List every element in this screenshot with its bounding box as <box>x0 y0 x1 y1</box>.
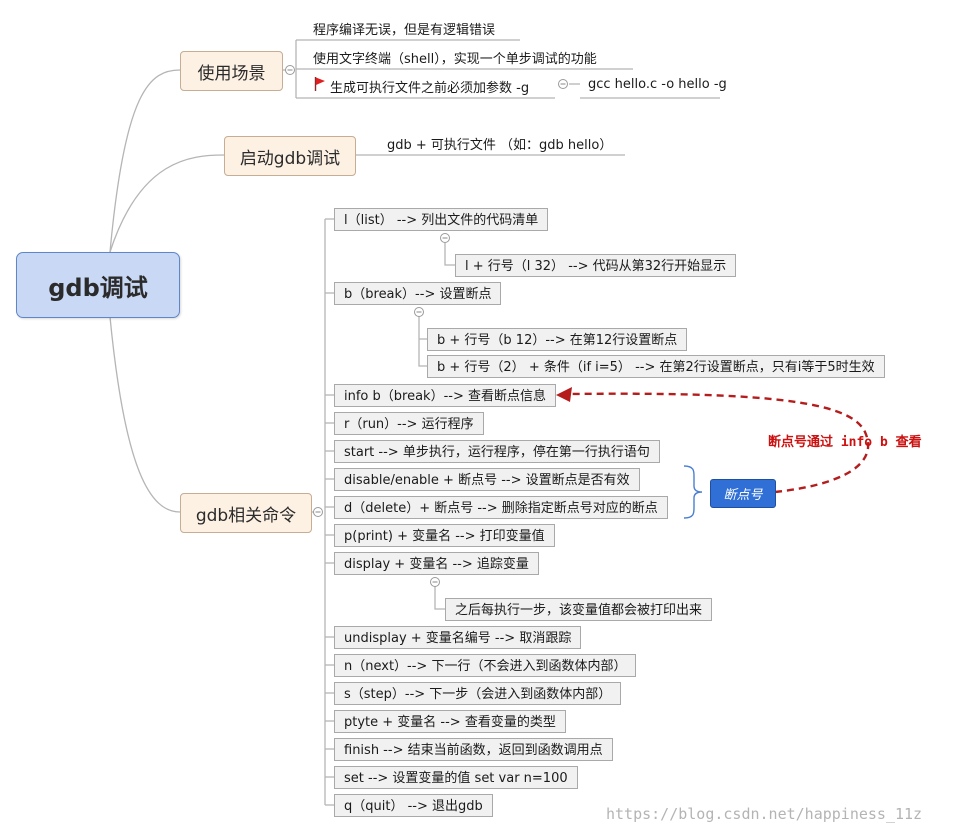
command-item[interactable]: disable/enable + 断点号 --> 设置断点是否有效 <box>334 468 640 491</box>
scene-sub-item[interactable]: gcc hello.c -o hello -g <box>588 77 727 92</box>
command-item[interactable]: n（next）--> 下一行（不会进入到函数体内部） <box>334 654 637 677</box>
scene-item[interactable]: 使用文字终端（shell），实现一个单步调试的功能 <box>313 52 597 67</box>
annotation-text: 断点号通过 info b 查看 <box>768 435 922 450</box>
command-item[interactable]: undisplay + 变量名编号 --> 取消跟踪 <box>334 626 582 649</box>
scene-item[interactable]: 生成可执行文件之前必须加参数 -g <box>330 81 530 96</box>
watermark: https://blog.csdn.net/happiness_11z <box>606 805 923 823</box>
root-topic[interactable]: gdb调试 <box>16 252 180 318</box>
red-flag-icon <box>314 77 325 91</box>
command-item[interactable]: set --> 设置变量的值 set var n=100 <box>334 766 578 789</box>
branch-gdb-commands[interactable]: gdb相关命令 <box>180 493 312 533</box>
branch-usage-scenarios[interactable]: 使用场景 <box>180 51 283 91</box>
command-item[interactable]: d（delete）+ 断点号 --> 删除指定断点号对应的断点 <box>334 496 668 519</box>
command-sub-item[interactable]: b + 行号（b 12）--> 在第12行设置断点 <box>427 328 688 351</box>
command-item[interactable]: l（list） --> 列出文件的代码清单 <box>334 208 549 231</box>
command-item[interactable]: s（step）--> 下一步（会进入到函数体内部） <box>334 682 622 705</box>
start-item[interactable]: gdb + 可执行文件 （如：gdb hello） <box>387 138 613 153</box>
command-item[interactable]: q（quit） --> 退出gdb <box>334 794 493 817</box>
command-item[interactable]: r（run）--> 运行程序 <box>334 412 484 435</box>
command-item[interactable]: info b（break）--> 查看断点信息 <box>334 384 556 407</box>
command-item[interactable]: start --> 单步执行，运行程序，停在第一行执行语句 <box>334 440 660 463</box>
command-sub-item[interactable]: 之后每执行一步，该变量值都会被打印出来 <box>445 598 713 621</box>
arrow-head-icon <box>556 387 572 402</box>
command-item[interactable]: finish --> 结束当前函数，返回到函数调用点 <box>334 738 613 761</box>
dashed-arrow <box>567 392 870 494</box>
breakpoint-number-callout[interactable]: 断点号 <box>710 479 776 508</box>
command-item[interactable]: display + 变量名 --> 追踪变量 <box>334 552 539 575</box>
branch-start-gdb[interactable]: 启动gdb调试 <box>224 136 356 176</box>
command-item[interactable]: b（break）--> 设置断点 <box>334 282 502 305</box>
scene-item[interactable]: 程序编译无误，但是有逻辑错误 <box>313 23 496 38</box>
command-item[interactable]: ptyte + 变量名 --> 查看变量的类型 <box>334 710 566 733</box>
command-item[interactable]: p(print) + 变量名 --> 打印变量值 <box>334 524 555 547</box>
command-sub-item[interactable]: l + 行号（l 32） --> 代码从第32行开始显示 <box>455 254 737 277</box>
command-sub-item[interactable]: b + 行号（2） + 条件（if i=5） --> 在第2行设置断点，只有i等… <box>427 355 885 378</box>
